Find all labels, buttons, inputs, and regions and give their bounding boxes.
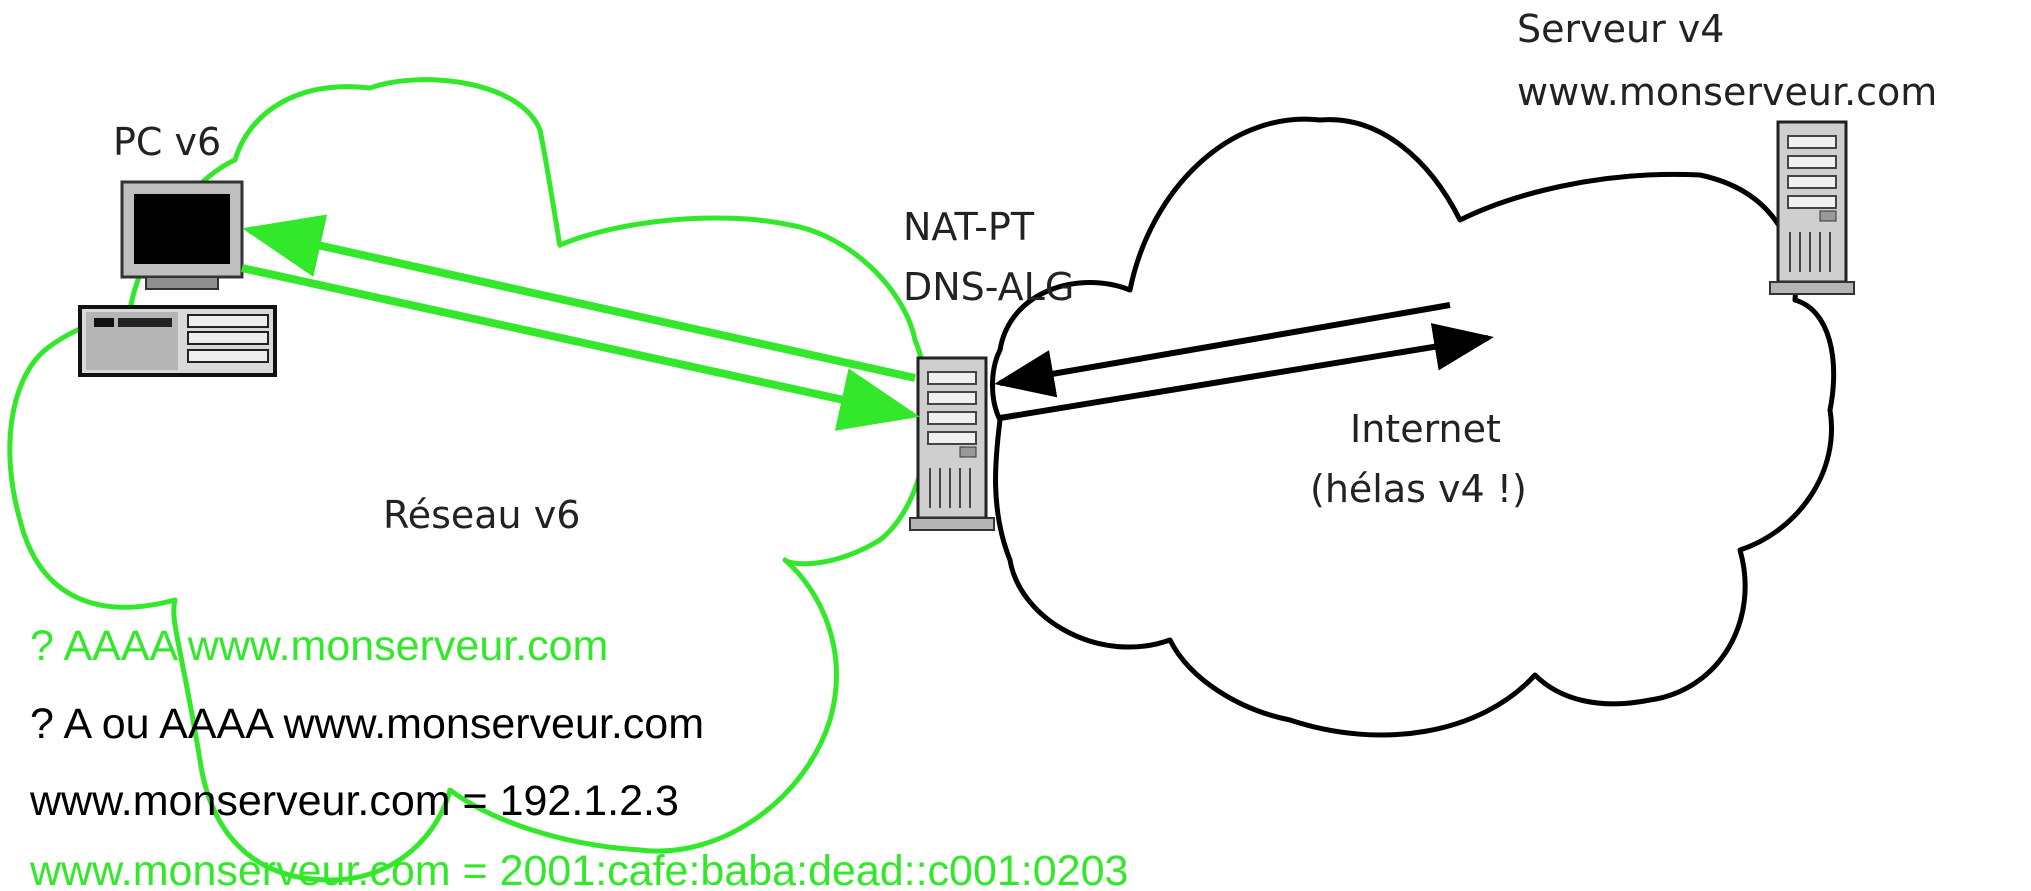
pc-label: PC v6 [113, 120, 221, 164]
dns-message-a-or-aaaa-query: ? A ou AAAA www.monserveur.com [30, 700, 704, 748]
dns-message-a-answer: www.monserveur.com = 192.1.2.3 [29, 777, 679, 825]
server-tower-icon [1769, 120, 1855, 295]
dns-query-arrow-to-gateway [241, 264, 920, 431]
desktop-computer-icon [78, 180, 277, 377]
dns-query-arrow-to-internet [999, 323, 1494, 421]
internet-cloud [990, 116, 1837, 738]
server-label-line2: www.monserveur.com [1517, 70, 1937, 114]
gateway-label-line1: NAT-PT [903, 205, 1035, 249]
server-label-line1: Serveur v4 [1517, 7, 1724, 51]
internet-label-line1: Internet [1350, 407, 1501, 451]
dns-message-aaaa-answer: www.monserveur.com = 2001:cafe:baba:dead… [29, 847, 1128, 891]
dns-reply-arrow-to-pc [242, 214, 916, 382]
v6-network-cloud [7, 77, 931, 883]
dns-reply-arrow-to-gateway [994, 302, 1451, 398]
dns-message-aaaa-query: ? AAAA www.monserveur.com [30, 622, 608, 670]
v6-network-label: Réseau v6 [383, 493, 580, 537]
server-tower-icon [909, 356, 995, 531]
internet-label-line2: (hélas v4 !) [1310, 467, 1527, 511]
gateway-label-line2: DNS-ALG [903, 265, 1074, 309]
